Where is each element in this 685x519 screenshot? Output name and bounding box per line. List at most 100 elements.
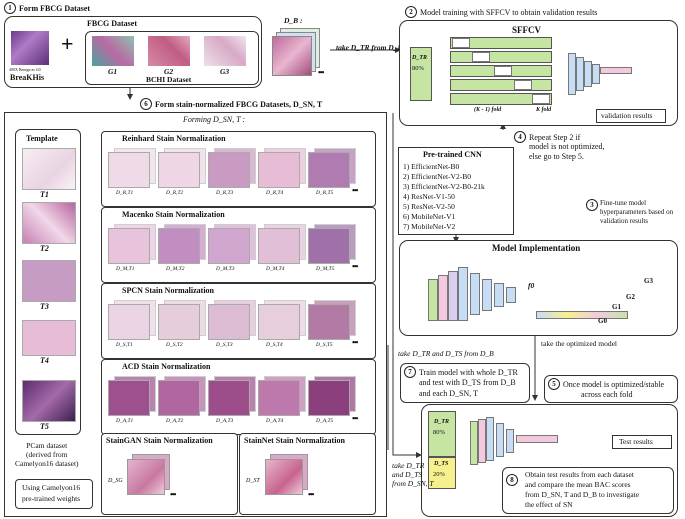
take-tr-ts-sn-a: take D_TR [392, 461, 425, 470]
sn-tile-label: D_A,T5 [316, 418, 334, 424]
g2-label: G2 [164, 67, 174, 76]
template-t3-image [22, 260, 76, 302]
test-dtr-block [428, 411, 456, 457]
test-layer-5 [506, 429, 514, 453]
sn-tile-label: D_S,T5 [316, 342, 333, 348]
sn-method-title: Reinhard Stain Normalization [122, 134, 226, 143]
staingan-label: D_SG [108, 478, 123, 484]
step-8-text-a: Obtain test results from each dataset [525, 470, 634, 479]
sn-tile-label: D_M,T4 [266, 266, 285, 272]
cnn-item: 1) EfficientNet-B0 [403, 162, 460, 171]
step-2-number: 2 [405, 6, 417, 18]
template-column: Template T1 T2 T3 T4 T5 [15, 129, 81, 435]
sffcv-layer-2 [576, 57, 584, 91]
impl-g2: G2 [626, 293, 635, 301]
sn-tile [308, 152, 350, 188]
impl-g0: G0 [598, 317, 607, 325]
test-dtr-pct: 80% [433, 429, 445, 436]
fold-val-2 [472, 52, 490, 62]
pcam-a: PCam dataset [26, 441, 68, 450]
sn-tile-label: D_S,T2 [166, 342, 183, 348]
breakhis-caption: 400X Benign as G0 [9, 67, 41, 72]
test-layer-2 [478, 419, 486, 463]
staingan-stack-front [127, 459, 165, 495]
fold-row-4 [450, 79, 552, 91]
sn-tile [108, 152, 150, 188]
test-dts-block [428, 457, 456, 489]
bchi-label: BCHI Dataset [146, 75, 192, 84]
template-t2-image [22, 202, 76, 244]
breakhis-name: BreaKHis [10, 73, 45, 82]
step-4-text-c: else go to Step 5. [529, 152, 584, 161]
sn-tile [208, 380, 250, 416]
sn-tile [308, 228, 350, 264]
plus-icon: + [61, 31, 74, 56]
step-1-label: 1 Form FBCG Dataset [4, 2, 90, 14]
template-t1-image [22, 148, 76, 190]
validation-results-box: validation results [596, 109, 666, 123]
camelyon-b: pre-trained weights [22, 494, 81, 503]
step-8-label: 8 [506, 474, 521, 486]
sn-tile-label: D_M,T5 [316, 266, 335, 272]
sffcv-layer-3 [584, 61, 592, 87]
template-t4-label: T4 [40, 356, 49, 365]
sn-tile [308, 380, 350, 416]
stain-normalization-panel: Forming D_SN, T : Template T1 T2 T3 T4 T… [4, 112, 387, 517]
fold-row-2 [450, 51, 552, 63]
impl-layer-1 [428, 279, 438, 321]
cnn-item: 2) EfficientNet-V2-B0 [403, 172, 471, 181]
cnn-item: 3) EfficientNet-V2-B0-21k [403, 182, 485, 191]
sn-method-title: ACD Stain Normalization [122, 362, 211, 371]
sn-tile [108, 380, 150, 416]
pcam-label: PCam dataset (derived from Camelyon16 da… [15, 441, 79, 468]
impl-g3: G3 [644, 277, 653, 285]
sn-tile-label: D_M,T3 [216, 266, 235, 272]
test-dtr-label: D_TR [434, 419, 449, 425]
bchi-dataset-box: G1 G2 G3 BCHI Dataset [85, 31, 259, 85]
sffcv-dtr-block [410, 47, 432, 101]
template-t1-label: T1 [40, 190, 49, 199]
staingan-dots: ••• [170, 490, 176, 499]
impl-layer-7 [494, 283, 504, 307]
sffcv-head [600, 67, 632, 74]
db-stack-front [272, 36, 312, 76]
sn-tile [308, 304, 350, 340]
stainnet-stack-front [265, 459, 303, 495]
template-t5-label: T5 [40, 422, 49, 431]
sn-tile [208, 304, 250, 340]
cnn-item: 7) MobileNet-V2 [403, 222, 456, 231]
fbcg-formation-panel: 400X Benign as G0 BreaKHis + FBCG Datase… [4, 16, 262, 88]
sn-tile-label: D_S,T4 [266, 342, 283, 348]
sn-method-title: Macenko Stain Normalization [122, 210, 225, 219]
validation-results-label: validation results [601, 111, 653, 120]
fold-row-5 [450, 93, 552, 105]
sffcv-pct: 80% [412, 65, 424, 72]
sn-tile-label: D_A,T1 [116, 418, 134, 424]
step-1-number: 1 [4, 2, 16, 14]
sn-tile [258, 380, 300, 416]
step-8-text-c: from D_SN, T and D_B to investigate [525, 490, 640, 499]
fold-val-1 [452, 38, 470, 48]
cnn-item: 5) ResNet-V2-50 [403, 202, 455, 211]
fold-val-4 [514, 80, 532, 90]
cnn-title: Pre-trained CNN [423, 150, 482, 159]
test-results-label: Test results [619, 437, 653, 446]
sn-tile-label: D_R,T2 [166, 190, 184, 196]
step-7-text-b: and test with D_TS from D_B [419, 378, 516, 387]
impl-layer-2 [438, 275, 448, 321]
impl-layer-6 [482, 279, 492, 311]
staingan-title: StainGAN Stain Normalization [106, 436, 213, 445]
step-5-number: 5 [548, 378, 560, 390]
test-head [516, 435, 558, 443]
step-8-text-b: and compare the mean BAC scores [525, 480, 631, 489]
sn-dots: ••• [352, 414, 358, 423]
template-t2-label: T2 [40, 244, 49, 253]
sn-tile-label: D_R,T3 [216, 190, 234, 196]
sn-tile-label: D_M,T1 [116, 266, 135, 272]
g3-image [204, 36, 246, 66]
sn-tile [208, 152, 250, 188]
step-2-text: Model training with SFFCV to obtain vali… [420, 7, 598, 17]
step-5-label: 5 Once model is optimized/stable [548, 378, 664, 390]
